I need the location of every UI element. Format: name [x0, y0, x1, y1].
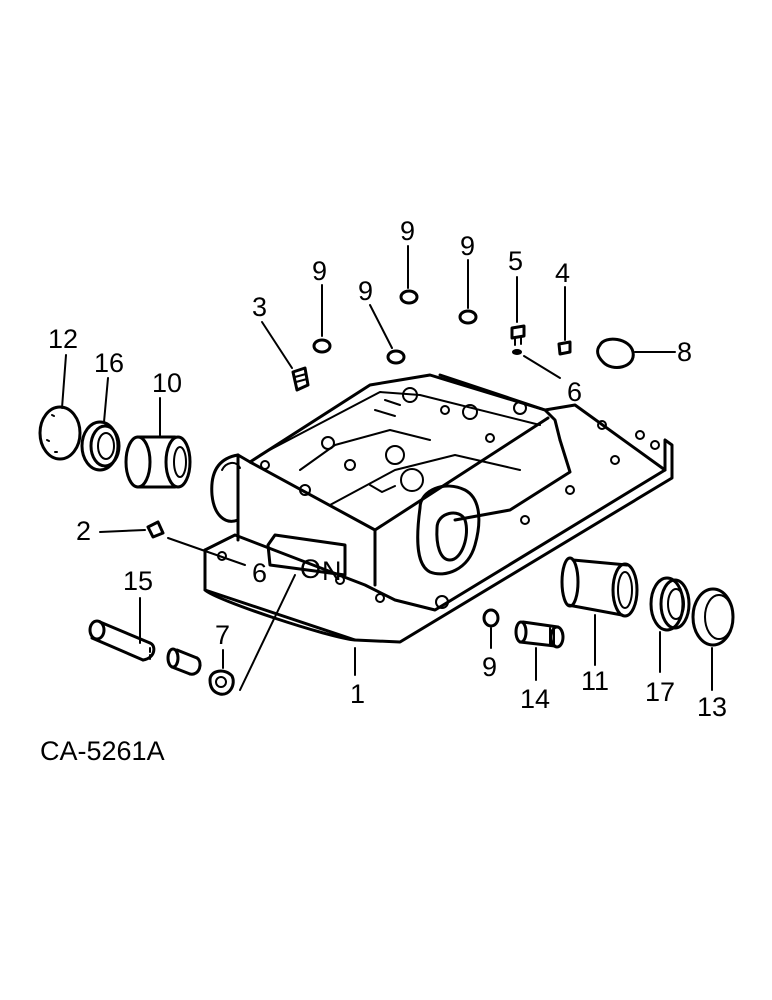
- part-17-seal: [649, 576, 691, 632]
- callout-12: 12: [48, 324, 78, 354]
- part-5-screw: [510, 324, 526, 346]
- callout-3: 3: [252, 292, 267, 322]
- callout-1: 1: [350, 679, 365, 709]
- callout-16: 16: [94, 348, 124, 378]
- part-2-setscrew: [146, 520, 165, 539]
- callout-9-e: 9: [482, 652, 497, 682]
- part-9-plug-a: [312, 338, 332, 354]
- callout-5: 5: [508, 246, 523, 276]
- callout-7: 7: [215, 620, 230, 650]
- callout-9-a: 9: [312, 256, 327, 286]
- part-11-bushing: [560, 556, 639, 618]
- part-12-cap: [38, 405, 82, 461]
- part-9-plug-e: [482, 608, 500, 628]
- callout-4: 4: [555, 258, 570, 288]
- part-9-plug-d: [458, 309, 478, 325]
- part-14-pin: [514, 620, 565, 649]
- part-9-plug-b: [386, 349, 406, 365]
- callout-9-d: 9: [460, 231, 475, 261]
- callout-9-c: 9: [400, 216, 415, 246]
- part-9-plug-c: [399, 289, 419, 305]
- callout-labels: 1 2 3 4 5 6 7 8 9 9 9 9 9 10 11 12 13 14…: [48, 216, 727, 722]
- part-8-cap: [596, 337, 635, 369]
- callout-15: 15: [123, 566, 153, 596]
- casting-mark-6: 6: [252, 558, 267, 588]
- leader-lines: [61, 245, 713, 691]
- part-7-nut: [208, 669, 235, 696]
- part-3-fitting: [291, 366, 310, 392]
- callout-13: 13: [697, 692, 727, 722]
- figure-code: CA-5261A: [40, 736, 165, 766]
- part-6-washer: [512, 349, 522, 355]
- callout-17: 17: [645, 677, 675, 707]
- part-15-pin: [88, 619, 202, 676]
- callout-2: 2: [76, 516, 91, 546]
- part-13-cap: [691, 587, 735, 647]
- part-10-bushing: [124, 435, 192, 489]
- callout-6: 6: [567, 377, 582, 407]
- callout-14: 14: [520, 684, 550, 714]
- callout-11: 11: [581, 666, 609, 696]
- housing-casting: 6 O N: [203, 373, 674, 644]
- part-4-screw: [557, 340, 572, 356]
- callout-9-b: 9: [358, 276, 373, 306]
- part-16-seal: [80, 420, 121, 472]
- callout-8: 8: [677, 337, 692, 367]
- casting-mark-n: N: [322, 556, 342, 586]
- callout-10: 10: [152, 368, 182, 398]
- casting-mark-o: O: [300, 554, 321, 584]
